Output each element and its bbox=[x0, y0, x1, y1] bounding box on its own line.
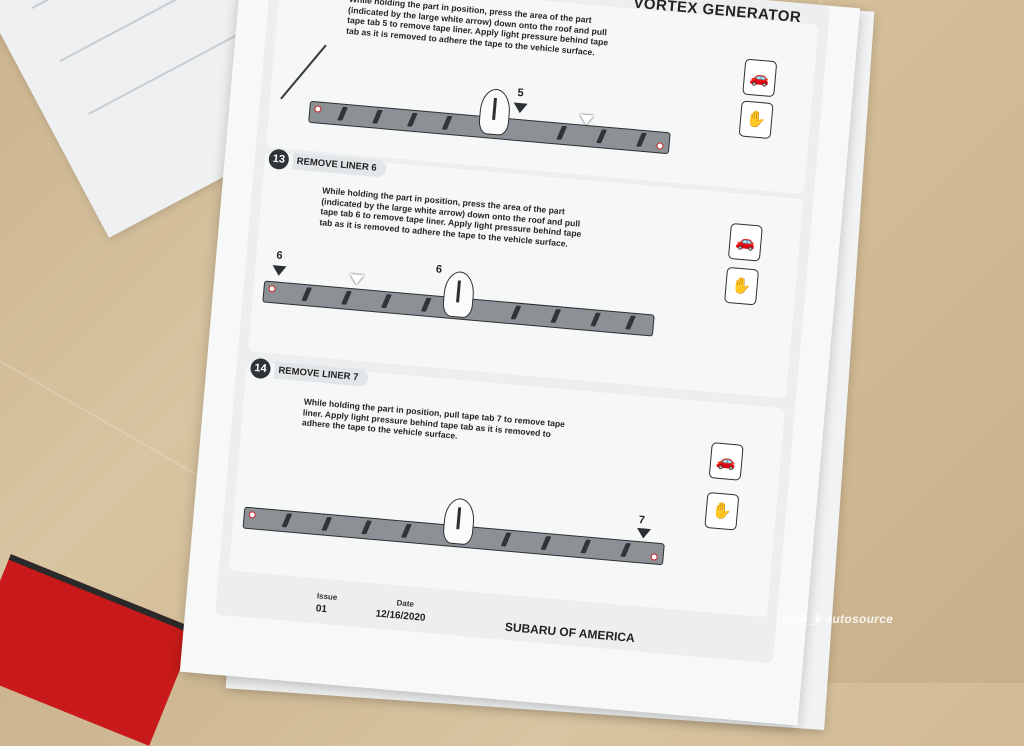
roof-outline bbox=[280, 44, 327, 100]
hand-press-icon: ✋ bbox=[738, 100, 774, 140]
strip-fin bbox=[596, 129, 607, 144]
tab-arrow-7 bbox=[636, 527, 652, 540]
shark-fin-antenna bbox=[441, 270, 476, 319]
tab-callout-6: 6 bbox=[275, 249, 284, 262]
strip-fin bbox=[441, 115, 453, 130]
tape-tab bbox=[248, 511, 257, 519]
tape-tab bbox=[314, 105, 322, 113]
strip-fin bbox=[510, 305, 522, 320]
tab-callout-6b: 6 bbox=[435, 263, 443, 276]
tab-arrow-5 bbox=[512, 102, 528, 114]
strip-fin bbox=[337, 106, 348, 121]
step-instruction: While holding the part in position, pres… bbox=[345, 0, 609, 57]
shark-fin-antenna bbox=[442, 497, 476, 546]
tab-callout-7: 7 bbox=[638, 514, 646, 527]
press-arrow bbox=[579, 114, 594, 126]
tab-arrow-6 bbox=[271, 265, 287, 277]
step-number: 14 bbox=[249, 357, 272, 380]
step-number: 13 bbox=[267, 148, 290, 171]
step-panel-13: 13 REMOVE LINER 6 While holding the part… bbox=[247, 148, 804, 399]
step-panel-14: 14 REMOVE LINER 7 While holding the part… bbox=[228, 357, 786, 618]
strip-fin bbox=[381, 294, 392, 309]
date-label: Date bbox=[396, 598, 415, 609]
step-instruction: While holding the part in position, pres… bbox=[319, 185, 582, 249]
strip-fin bbox=[500, 532, 512, 547]
step-header: 14 REMOVE LINER 7 bbox=[249, 357, 370, 388]
strip-fin bbox=[341, 290, 352, 305]
car-top-view-icon: 🚗 bbox=[708, 442, 744, 481]
shark-fin-antenna bbox=[477, 87, 512, 137]
strip-fin bbox=[406, 112, 418, 127]
photo-watermark: type_k autosource bbox=[782, 612, 894, 626]
issue-label: Issue bbox=[316, 591, 338, 603]
red-object-corner bbox=[0, 554, 197, 746]
hand-press-icon: ✋ bbox=[704, 491, 740, 531]
instruction-sheet: VORTEX GENERATOR While holding the part … bbox=[179, 0, 861, 726]
strip-fin bbox=[620, 543, 631, 557]
issue-value: 01 bbox=[315, 603, 328, 616]
hand-press-icon: ✋ bbox=[724, 266, 760, 306]
strip-fin bbox=[420, 297, 432, 312]
strip-fin bbox=[321, 516, 333, 531]
tape-tab bbox=[656, 142, 664, 150]
step-instruction: While holding the part in position, pull… bbox=[301, 396, 566, 441]
strip-fin bbox=[301, 287, 313, 302]
strip-fin bbox=[590, 312, 601, 327]
strip-fin bbox=[401, 523, 412, 538]
tape-tab bbox=[268, 284, 276, 293]
strip-fin bbox=[636, 132, 647, 147]
step-title: REMOVE LINER 7 bbox=[273, 361, 370, 387]
car-top-view-icon: 🚗 bbox=[742, 58, 778, 98]
brand-name: SUBARU OF AMERICA bbox=[504, 619, 636, 646]
strip-fin bbox=[540, 536, 552, 551]
strip-fin bbox=[372, 109, 383, 124]
strip-fin bbox=[580, 539, 592, 554]
date-value: 12/16/2020 bbox=[375, 608, 426, 624]
strip-fin bbox=[550, 309, 562, 324]
press-arrow bbox=[349, 273, 365, 286]
strip-fin bbox=[281, 513, 293, 528]
sheet-line bbox=[31, 0, 263, 9]
strip-fin bbox=[361, 520, 372, 535]
strip-fin bbox=[556, 125, 568, 140]
sheet-content-area: VORTEX GENERATOR While holding the part … bbox=[214, 0, 831, 664]
strip-fin bbox=[625, 315, 636, 330]
car-top-view-icon: 🚗 bbox=[727, 222, 763, 262]
tape-tab bbox=[650, 553, 658, 561]
tab-callout-5: 5 bbox=[517, 86, 525, 100]
